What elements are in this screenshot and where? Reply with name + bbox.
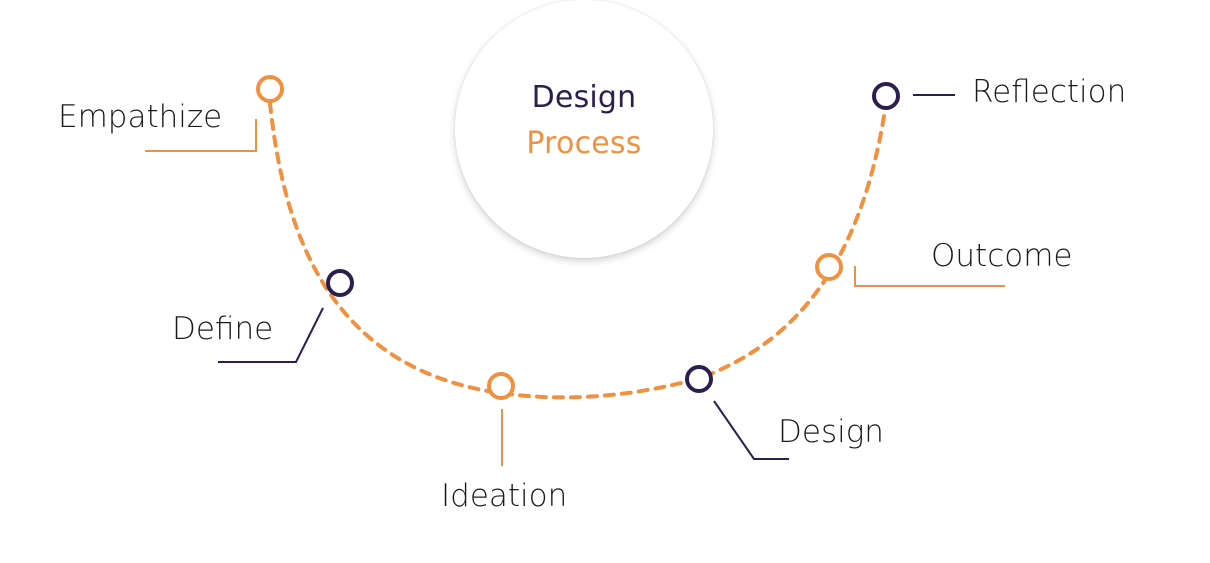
outcome-connector-line (854, 266, 1005, 287)
design-connector-line (713, 400, 789, 460)
stage-label-empathize: Empathize (58, 99, 223, 135)
dashed-process-arc (268, 101, 887, 400)
center-title-line1: Design (531, 80, 637, 115)
outcome-node-icon (815, 253, 843, 281)
center-title-circle (455, 0, 713, 258)
stage-label-reflection: Reflection (972, 74, 1127, 110)
define-connector-line (218, 307, 324, 363)
center-title-line2: Process (526, 126, 642, 161)
define-node-icon (326, 269, 354, 297)
stage-label-define: Define (172, 311, 274, 347)
empathize-connector-line (145, 119, 257, 152)
stage-label-outcome: Outcome (931, 238, 1073, 274)
ideation-node-icon (487, 372, 515, 400)
design-node-icon (685, 365, 713, 393)
stage-label-design: Design (778, 414, 884, 450)
reflection-node-icon (872, 82, 900, 110)
stage-label-ideation: Ideation (441, 478, 568, 514)
empathize-node-icon (256, 75, 284, 103)
